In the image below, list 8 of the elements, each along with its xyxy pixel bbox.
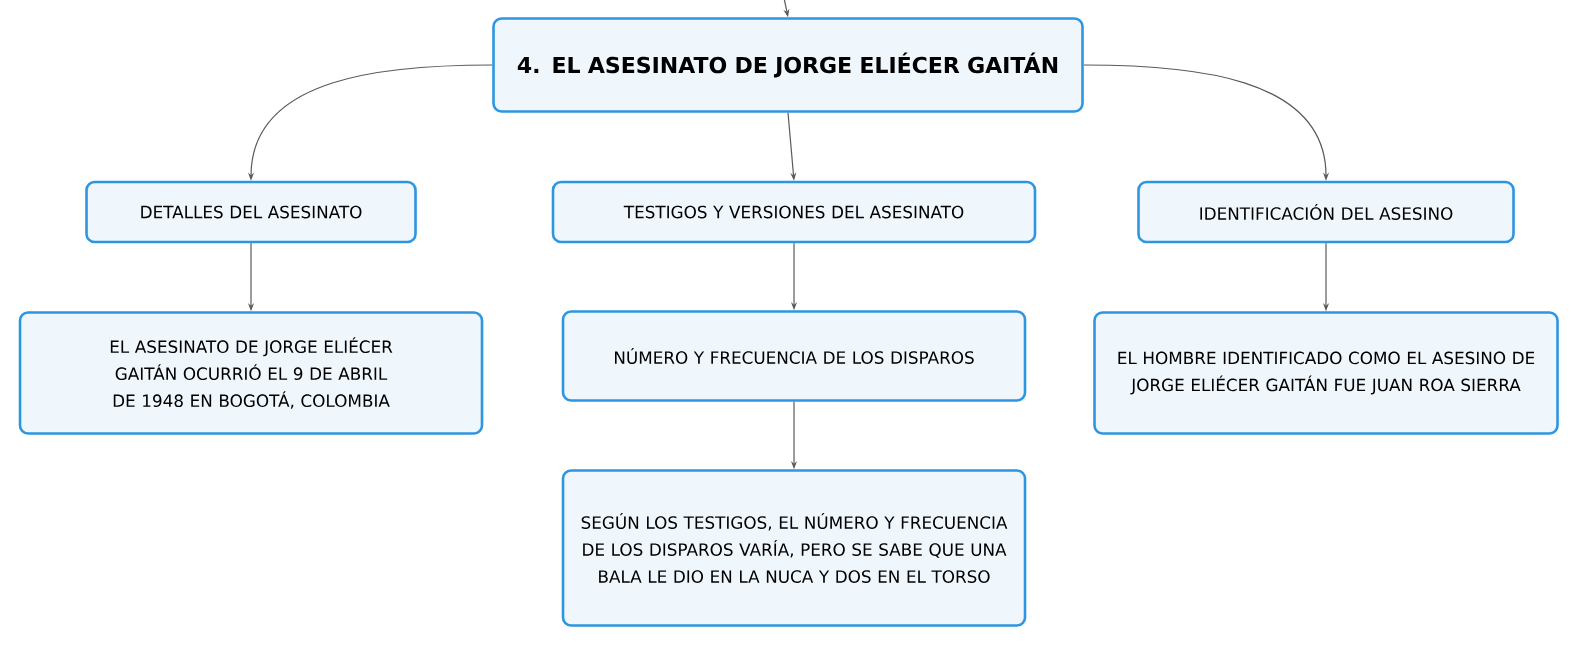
title-box: 4. EL ASESINATO DE JORGE ELIÉCER GAITÁN (492, 17, 1084, 113)
topic-box: NÚMERO Y FRECUENCIA DE LOS DISPAROS (561, 310, 1027, 402)
topic-box: SEGÚN LOS TESTIGOS, EL NÚMERO Y FRECUENCIA DE LOS DISPAROS VARÍA, PERO SE SABE QUE UNA BALA LE DIO EN LA NUCA Y DOS EN EL TORSO (561, 469, 1027, 627)
topic-box: DETALLES DEL ASESINATO (85, 180, 417, 244)
topic-box: TESTIGOS Y VERSIONES DEL ASESINATO (551, 180, 1037, 244)
topic-box: EL HOMBRE IDENTIFICADO COMO EL ASESINO DE JORGE ELIÉCER GAITÁN FUE JUAN ROA SIERRA (1093, 311, 1559, 435)
topic-box: IDENTIFICACIÓN DEL ASESINO (1137, 180, 1515, 244)
topic-box: EL ASESINATO DE JORGE ELIÉCER GAITÁN OCURRIÓ EL 9 DE ABRIL DE 1948 EN BOGOTÁ, COLOMBIA (18, 311, 484, 435)
